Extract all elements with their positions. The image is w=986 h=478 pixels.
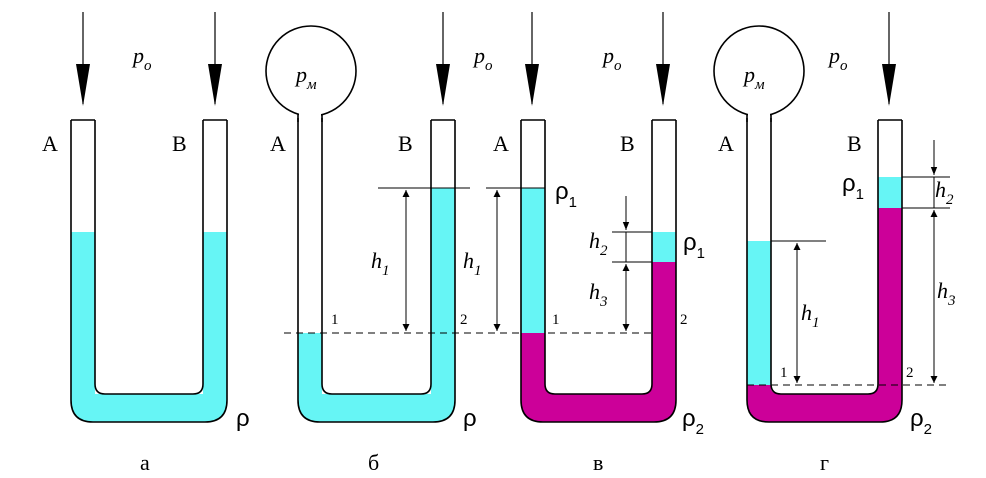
point-2: 2 <box>906 365 914 381</box>
label-p-o: pо <box>472 43 493 74</box>
caption-g: г <box>820 450 829 475</box>
liquid-rho <box>298 188 455 422</box>
tube-label-a: A <box>42 131 58 156</box>
liquid-rho1 <box>521 188 545 333</box>
panel-a-liquid <box>71 232 227 422</box>
panel-v: pо A B ρ1 ρ1 h1 h2 h3 1 2 ρ2 в <box>463 12 705 475</box>
point-1: 1 <box>780 365 788 381</box>
label-h1: h1 <box>371 248 390 279</box>
tube-label-a: A <box>270 131 286 156</box>
caption-b: б <box>368 450 379 475</box>
caption-v: в <box>593 450 603 475</box>
label-h2: h2 <box>589 228 608 259</box>
caption-a: а <box>140 450 150 475</box>
label-rho1: ρ1 <box>842 170 864 203</box>
panel-a: pо A B ρ а <box>42 12 250 475</box>
tube-label-a: A <box>493 131 509 156</box>
liquid-rho <box>71 232 227 422</box>
label-h1: h1 <box>801 300 820 331</box>
label-h2: h2 <box>935 177 954 208</box>
label-rho: ρ <box>236 405 250 432</box>
label-p-m: pм <box>742 62 765 93</box>
label-rho: ρ <box>463 405 477 432</box>
pressure-arrowhead-right <box>208 64 222 106</box>
liquid-rho1 <box>878 177 902 208</box>
pressure-arrowhead-left <box>76 64 90 106</box>
liquid-rho2 <box>521 262 676 422</box>
tube-label-b: B <box>398 131 413 156</box>
panel-a-tube <box>70 119 228 423</box>
liquid-rho1 <box>652 232 676 262</box>
point-1: 1 <box>331 312 339 328</box>
point-2: 2 <box>460 312 468 328</box>
liquid-rho2 <box>747 208 902 422</box>
liquid-rho1 <box>747 241 771 385</box>
tube-label-b: B <box>847 131 862 156</box>
panel-g: pм pо A B ρ1 h2 h3 h1 1 2 ρ2 г <box>713 12 956 475</box>
point-2: 2 <box>680 312 688 328</box>
label-p-o: pо <box>131 43 152 74</box>
label-rho1: ρ1 <box>555 178 577 211</box>
tube-label-a: A <box>718 131 734 156</box>
manometer-bulb <box>265 25 357 117</box>
label-h1: h1 <box>463 248 482 279</box>
label-rho2: ρ2 <box>910 405 932 438</box>
panel-b: pм pо A B h1 1 2 ρ б <box>265 12 660 475</box>
label-p-m: pм <box>294 62 317 93</box>
tube-label-b: B <box>620 131 635 156</box>
liquid-rho-inner <box>95 232 203 394</box>
point-1: 1 <box>552 312 560 328</box>
label-p-o: pо <box>601 43 622 74</box>
label-rho1: ρ1 <box>683 229 705 262</box>
label-p-o: pо <box>827 43 848 74</box>
label-h3: h3 <box>937 278 956 309</box>
label-h3: h3 <box>589 279 608 310</box>
tube-label-b: B <box>172 131 187 156</box>
label-rho2: ρ2 <box>682 405 704 438</box>
manometer-bulb <box>713 25 805 117</box>
